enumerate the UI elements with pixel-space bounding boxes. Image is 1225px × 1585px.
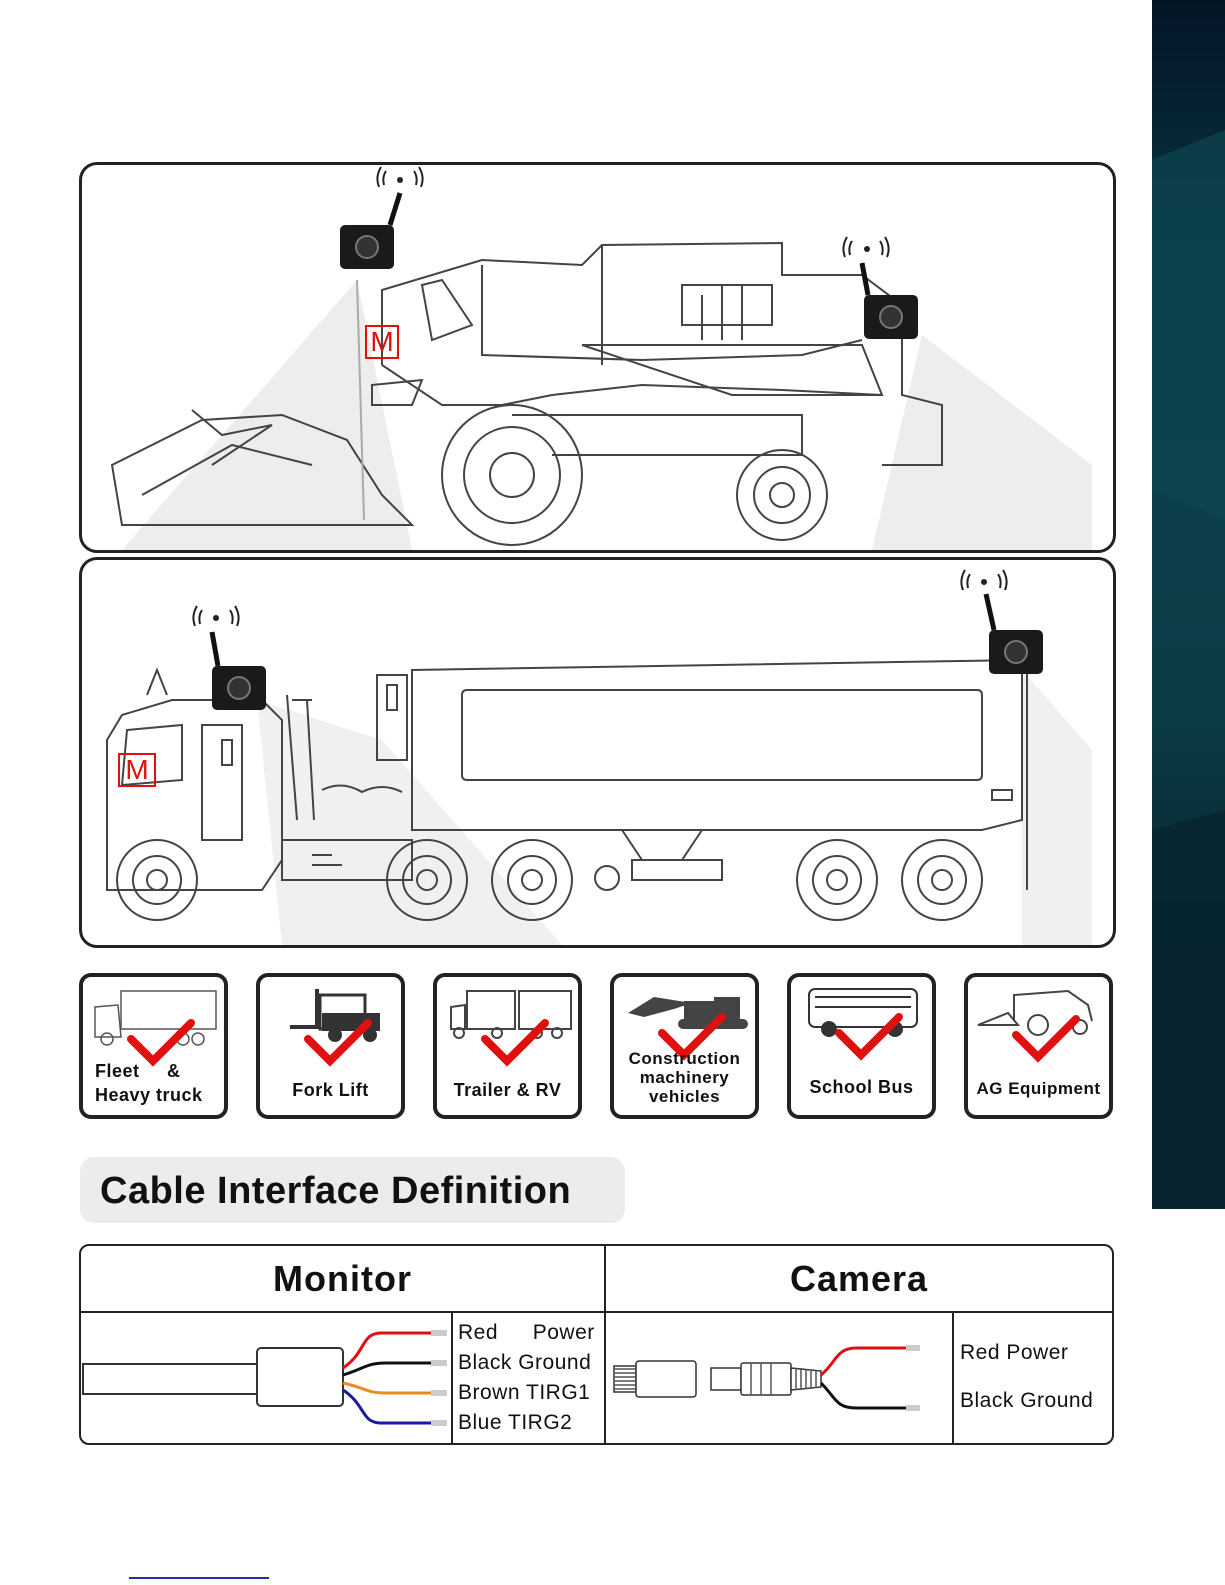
- harvester-panel: M: [79, 162, 1116, 553]
- truck-front-camera-icon: [193, 606, 266, 710]
- camera-wire-black-function: Ground: [1020, 1389, 1093, 1412]
- rear-camera-view-area: [872, 335, 1092, 550]
- decorative-sidebar: [1152, 0, 1225, 1209]
- application-card-fleet: Fleet & Heavy truck: [79, 973, 228, 1119]
- monitor-wire-red-function: Power: [533, 1321, 595, 1344]
- monitor-wire-red-color: Red: [458, 1321, 498, 1344]
- monitor-wire-brown: Brown TIRG1: [458, 1381, 590, 1405]
- application-label-trailer: Trailer & RV: [437, 1080, 578, 1100]
- camera-wire-red: Red Power: [960, 1341, 1068, 1365]
- application-label-fleet-line2: Heavy truck: [95, 1085, 224, 1105]
- monitor-wire-blue-function: TIRG2: [508, 1411, 572, 1434]
- monitor-wire-black-function: Ground: [518, 1351, 591, 1374]
- application-card-trailer: Trailer & RV: [433, 973, 582, 1119]
- sidebar-shapes: [1152, 0, 1225, 1209]
- camera-label-divider: [952, 1311, 954, 1443]
- application-label-forklift: Fork Lift: [260, 1080, 401, 1100]
- truck-monitor-marker-text: M: [125, 754, 148, 785]
- application-label-construction-line3: vehicles: [614, 1087, 755, 1106]
- monitor-wire-blue: Blue TIRG2: [458, 1411, 572, 1435]
- cable-interface-table: Monitor Camera Red Power Black Ground Br…: [79, 1244, 1114, 1445]
- truck-illustration: [82, 560, 1113, 945]
- camera-wire-red-function: Power: [1006, 1341, 1068, 1364]
- application-card-schoolbus: School Bus: [787, 973, 936, 1119]
- application-label-fleet-line1: Fleet &: [95, 1061, 224, 1081]
- application-label-construction-line2: machinery: [614, 1068, 755, 1087]
- section-title-box: Cable Interface Definition: [80, 1157, 625, 1223]
- section-title: Cable Interface Definition: [100, 1170, 571, 1213]
- application-card-construction: Construction machinery vehicles: [610, 973, 759, 1119]
- truck-rear-camera-icon: [961, 570, 1043, 674]
- footer-link-underline: [129, 1577, 269, 1579]
- monitor-wire-brown-function: TIRG1: [526, 1381, 590, 1404]
- front-camera-icon: [340, 167, 423, 269]
- camera-header: Camera: [606, 1246, 1112, 1311]
- truck-rear-camera-view-area: [1022, 670, 1092, 945]
- monitor-wire-brown-color: Brown: [458, 1381, 520, 1404]
- harvester-illustration: [82, 165, 1113, 550]
- truck-panel: M: [79, 557, 1116, 948]
- monitor-wire-black: Black Ground: [458, 1351, 591, 1375]
- monitor-header: Monitor: [81, 1246, 604, 1311]
- application-label-construction-line1: Construction: [614, 1049, 755, 1068]
- monitor-cable-drawing: [81, 1313, 453, 1445]
- truck-monitor-marker: M: [118, 753, 156, 787]
- application-label-ag: AG Equipment: [968, 1079, 1109, 1099]
- monitor-wire-blue-color: Blue: [458, 1411, 502, 1434]
- camera-wire-black: Black Ground: [960, 1389, 1093, 1413]
- monitor-wire-red: Red Power: [458, 1321, 595, 1345]
- camera-wire-black-color: Black: [960, 1389, 1014, 1412]
- application-card-ag: AG Equipment: [964, 973, 1113, 1119]
- monitor-wire-black-color: Black: [458, 1351, 512, 1374]
- application-card-forklift: Fork Lift: [256, 973, 405, 1119]
- monitor-marker-text: M: [370, 326, 393, 357]
- truck-front-camera-view-area: [257, 700, 562, 945]
- camera-cable-drawing: [606, 1313, 952, 1445]
- application-label-schoolbus: School Bus: [791, 1077, 932, 1097]
- camera-wire-red-color: Red: [960, 1341, 1000, 1364]
- monitor-marker: M: [365, 325, 399, 359]
